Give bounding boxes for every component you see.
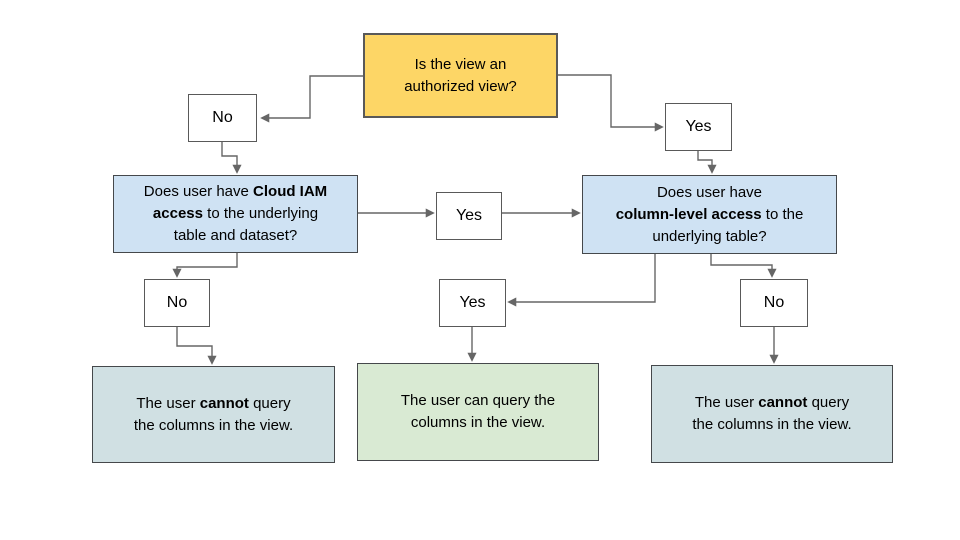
edge-no2-to-end-cannot-left	[176, 327, 217, 365]
node-text: The user cannot query the columns in the …	[652, 392, 892, 436]
node-start-authorized-view: Is the view an authorized view?	[363, 33, 558, 118]
node-text: No	[212, 109, 233, 126]
node-question-column-level-access: Does user have column-level access to the…	[582, 175, 837, 254]
text-segment: the columns in the view.	[133, 416, 294, 434]
node-result-cannot-query-right: The user cannot query the columns in the …	[651, 365, 893, 463]
node-text: Is the view an authorized view?	[365, 54, 556, 98]
text-segment: Does user have	[143, 183, 254, 200]
text-segment: to the underlying	[202, 205, 319, 222]
node-result-can-query: The user can query the columns in the vie…	[357, 363, 599, 461]
text-segment: query	[248, 394, 291, 412]
node-question-cloud-iam-access: Does user have Cloud IAM access to the un…	[113, 175, 358, 253]
node-text: Yes	[455, 207, 483, 224]
node-no-column: No	[740, 279, 808, 327]
node-text: Does user have column-level access to the…	[583, 182, 836, 248]
node-text: The user cannot query the columns in the …	[93, 393, 334, 437]
edge-start-to-yes	[558, 74, 664, 132]
text-segment: Does user have	[656, 183, 763, 201]
edge-question-column-to-yes2	[507, 254, 656, 307]
text-segment-bold: cannot	[758, 394, 808, 411]
node-yes-column: Yes	[439, 279, 506, 327]
text-segment: the columns in the view.	[692, 416, 852, 433]
node-text: Yes	[459, 294, 486, 311]
node-text: No	[166, 294, 188, 311]
text-line: The user can query the	[400, 392, 556, 409]
text-segment: The user	[136, 394, 200, 412]
text-segment-bold: Cloud IAM	[253, 183, 328, 200]
node-no-iam: No	[144, 279, 210, 327]
text-segment: underlying table?	[652, 227, 767, 245]
edge-question-column-to-no3	[710, 254, 777, 278]
node-text: Yes	[685, 118, 712, 135]
text-segment: query	[807, 394, 850, 411]
node-text: Does user have Cloud IAM access to the un…	[114, 181, 357, 247]
edge-yes-to-question-column	[697, 151, 717, 174]
node-result-cannot-query-left: The user cannot query the columns in the …	[92, 366, 335, 463]
text-line: columns in the view.	[410, 414, 546, 431]
text-line: Is the view an	[414, 55, 507, 73]
node-yes-branch-right: Yes	[665, 103, 732, 151]
text-segment: to the	[761, 205, 804, 223]
node-yes-middle: Yes	[436, 192, 502, 240]
text-segment-bold: cannot	[199, 394, 249, 412]
edge-no-to-question-iam	[221, 142, 242, 174]
node-no-branch-left: No	[188, 94, 257, 142]
text-line: authorized view?	[404, 77, 517, 95]
text-segment: table and dataset?	[173, 227, 298, 244]
text-segment: The user	[694, 394, 759, 411]
edge-question-iam-to-no2	[172, 253, 238, 278]
node-text: No	[763, 294, 785, 311]
text-segment-bold: column-level access	[615, 205, 762, 223]
node-text: The user can query the columns in the vie…	[358, 390, 598, 434]
edge-start-to-no	[260, 75, 363, 123]
text-segment-bold: access	[152, 205, 203, 222]
